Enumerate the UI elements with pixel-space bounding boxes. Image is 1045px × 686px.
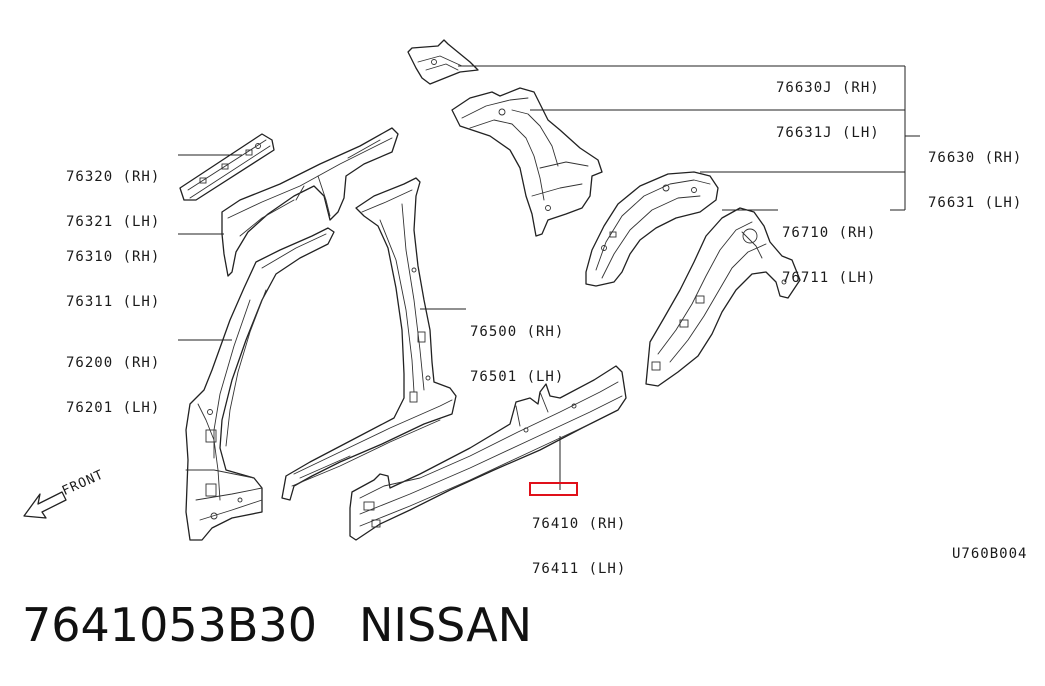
callout-76410-lh: 76411 (LH) [532, 561, 627, 577]
callout-76320-lh: 76321 (LH) [66, 214, 161, 230]
callout-76710-lh: 76711 (LH) [782, 270, 877, 286]
callout-76630j-rh: 76630J (RH) [776, 80, 880, 96]
part-76630j-bracket [407, 39, 479, 85]
callout-76500: 76500 (RH) 76501 (LH) [470, 295, 564, 400]
callout-76320-rh: 76320 (RH) [66, 169, 161, 185]
callout-76320: 76320 (RH) 76321 (LH) [66, 140, 160, 245]
callout-76310-rh: 76310 (RH) [66, 249, 161, 265]
part-rear-pillar-inner [645, 207, 801, 387]
part-number: 7641053B30 [22, 598, 317, 652]
callout-76310: 76310 (RH) 76311 (LH) [66, 220, 160, 325]
part-76410-sill-inner [349, 365, 627, 541]
highlight-box-76410 [529, 482, 578, 496]
callout-76310-lh: 76311 (LH) [66, 294, 161, 310]
callout-76200-rh: 76200 (RH) [66, 355, 161, 371]
callout-76410-rh: 76410 (RH) [532, 516, 627, 532]
callout-76630: 76630 (RH) 76631 (LH) [928, 121, 1022, 226]
callout-76630-rh: 76630 (RH) [928, 150, 1023, 166]
callout-76710-rh: 76710 (RH) [782, 225, 877, 241]
callout-76500-lh: 76501 (LH) [470, 369, 565, 385]
callout-76200: 76200 (RH) 76201 (LH) [66, 326, 160, 431]
front-arrow-icon [23, 491, 67, 519]
part-76500-center-pillar [281, 177, 457, 501]
diagram-code: U760B004 [952, 546, 1028, 562]
part-76310-roof-rail [221, 127, 399, 277]
callout-76630j-lh: 76631J (LH) [776, 125, 880, 141]
callout-76710: 76710 (RH) 76711 (LH) [782, 196, 876, 301]
footer-caption: 7641053B30 NISSAN [22, 598, 532, 652]
callout-76630j: 76630J (RH) 76631J (LH) [776, 51, 880, 156]
part-76630-quarter-inner [451, 87, 603, 237]
leader-lines [178, 65, 920, 490]
brand-name: NISSAN [358, 598, 533, 652]
callout-76200-lh: 76201 (LH) [66, 400, 161, 416]
part-76710-wheelhouse [585, 171, 719, 287]
callout-76500-rh: 76500 (RH) [470, 324, 565, 340]
callout-76630-lh: 76631 (LH) [928, 195, 1023, 211]
callout-76410: 76410 (RH) 76411 (LH) [532, 487, 626, 592]
part-76320-reinforcement [179, 133, 275, 201]
part-76200-front-pillar [185, 227, 335, 541]
